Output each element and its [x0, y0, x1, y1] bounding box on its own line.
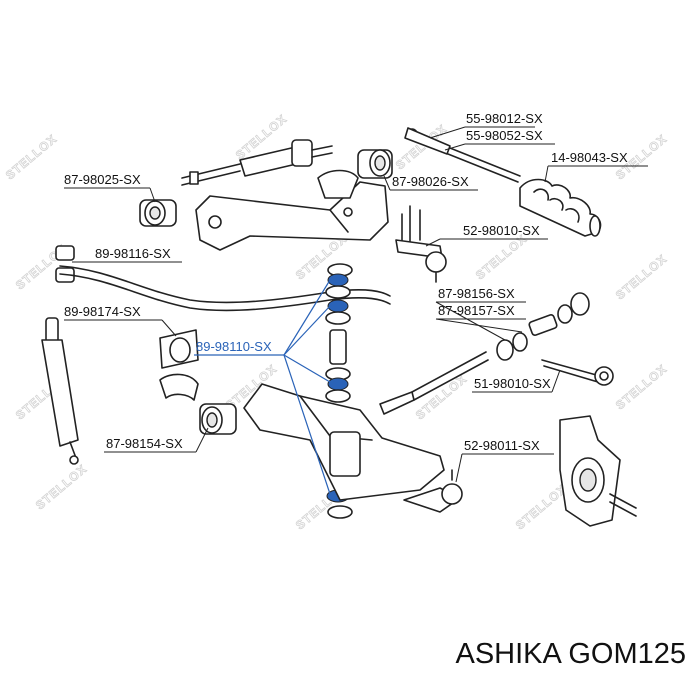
label-51-98010: 51-98010-SX — [474, 376, 551, 391]
label-55-98052: 55-98052-SX — [466, 128, 543, 143]
watermark: STELLOX — [613, 361, 670, 412]
part-caption: ASHIKA GOM125 — [455, 638, 687, 670]
watermark: STELLOX — [3, 131, 60, 182]
upper-ball-joint — [395, 205, 447, 283]
steering-boot — [519, 178, 602, 237]
label-87-98026: 87-98026-SX — [392, 174, 469, 189]
label-52-98010: 52-98010-SX — [463, 223, 540, 238]
lower-ball-joint — [403, 469, 463, 513]
inner-tie-rod — [404, 127, 521, 183]
shock-absorber — [41, 317, 79, 465]
label-89-98116: 89-98116-SX — [95, 246, 171, 261]
label-14-98043: 14-98043-SX — [551, 150, 628, 165]
strut-rod — [379, 351, 489, 415]
watermark: STELLOX — [413, 371, 470, 422]
label-87-98025: 87-98025-SX — [64, 172, 141, 187]
watermark: STELLOX — [613, 251, 670, 302]
label-55-98012: 55-98012-SX — [466, 111, 543, 126]
stabilizer-bar — [59, 265, 391, 312]
watermark: STELLOX — [513, 481, 570, 532]
leader-lines — [64, 126, 648, 495]
label-89-98110: 89-98110-SX — [196, 339, 272, 354]
label-52-98011: 52-98011-SX — [464, 438, 540, 453]
bushing-87-98026 — [357, 149, 393, 179]
part-labels: 55-98012-SX 55-98052-SX 14-98043-SX 87-9… — [64, 111, 628, 453]
label-89-98174: 89-98174-SX — [64, 304, 141, 319]
label-87-98157: 87-98157-SX — [438, 303, 515, 318]
bushing-87-98025 — [139, 199, 177, 227]
upper-arm-shaft — [181, 139, 333, 186]
steering-knuckle — [559, 415, 637, 527]
stabilizer-end-link — [55, 245, 75, 283]
bushing-87-98154 — [199, 403, 237, 435]
label-87-98156: 87-98156-SX — [438, 286, 515, 301]
strut-bushings — [496, 292, 590, 361]
watermark: STELLOX — [33, 461, 90, 512]
stabilizer-bushing — [159, 329, 199, 401]
outer-tie-rod — [541, 359, 614, 386]
lower-control-arm — [243, 383, 445, 501]
upper-control-arm — [195, 169, 389, 251]
label-87-98154: 87-98154-SX — [106, 436, 183, 451]
